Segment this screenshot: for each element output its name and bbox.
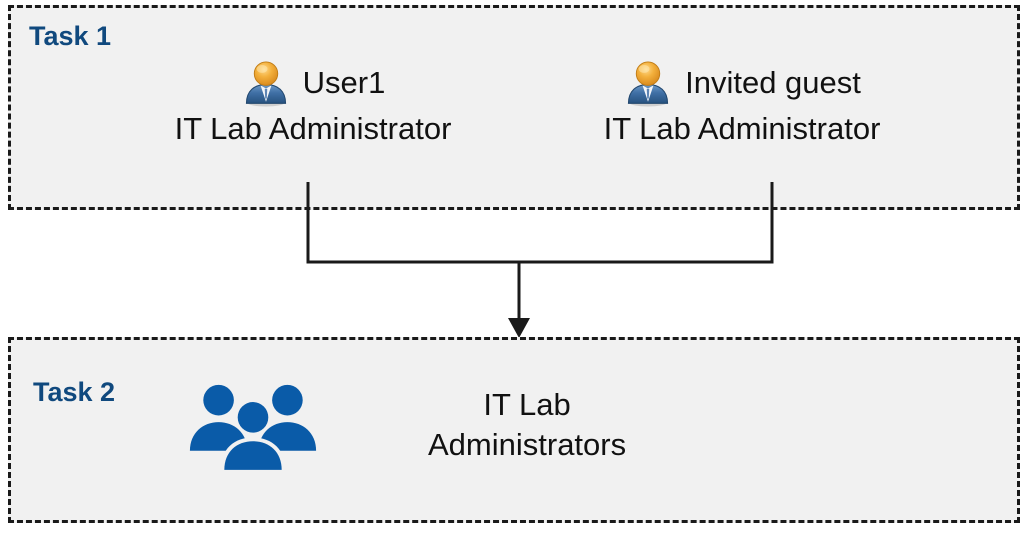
task-1-label: Task 1 (29, 21, 112, 51)
user-group-icon (189, 384, 317, 470)
user-icon (245, 61, 286, 107)
group-label: IT Lab Administrators (428, 386, 627, 462)
person-guest-role: IT Lab Administrator (603, 111, 881, 146)
person-user1-name: User1 (302, 64, 386, 100)
person-entry-invited-guest: Invited guest IT Lab Administrator (512, 57, 972, 150)
person-user1-row: User1 (108, 57, 518, 109)
person-guest-name: Invited guest (685, 64, 861, 100)
task-2-box (8, 337, 1020, 523)
user-icon (628, 61, 669, 107)
task-2-label: Task 2 (33, 377, 116, 407)
person-guest-row: Invited guest (512, 57, 972, 109)
person-entry-user1: User1 IT Lab Administrator (108, 57, 518, 150)
group-entry-row: IT Lab Administrators (188, 378, 888, 472)
task-1-box (8, 5, 1020, 210)
person-user1-role: IT Lab Administrator (174, 111, 452, 146)
